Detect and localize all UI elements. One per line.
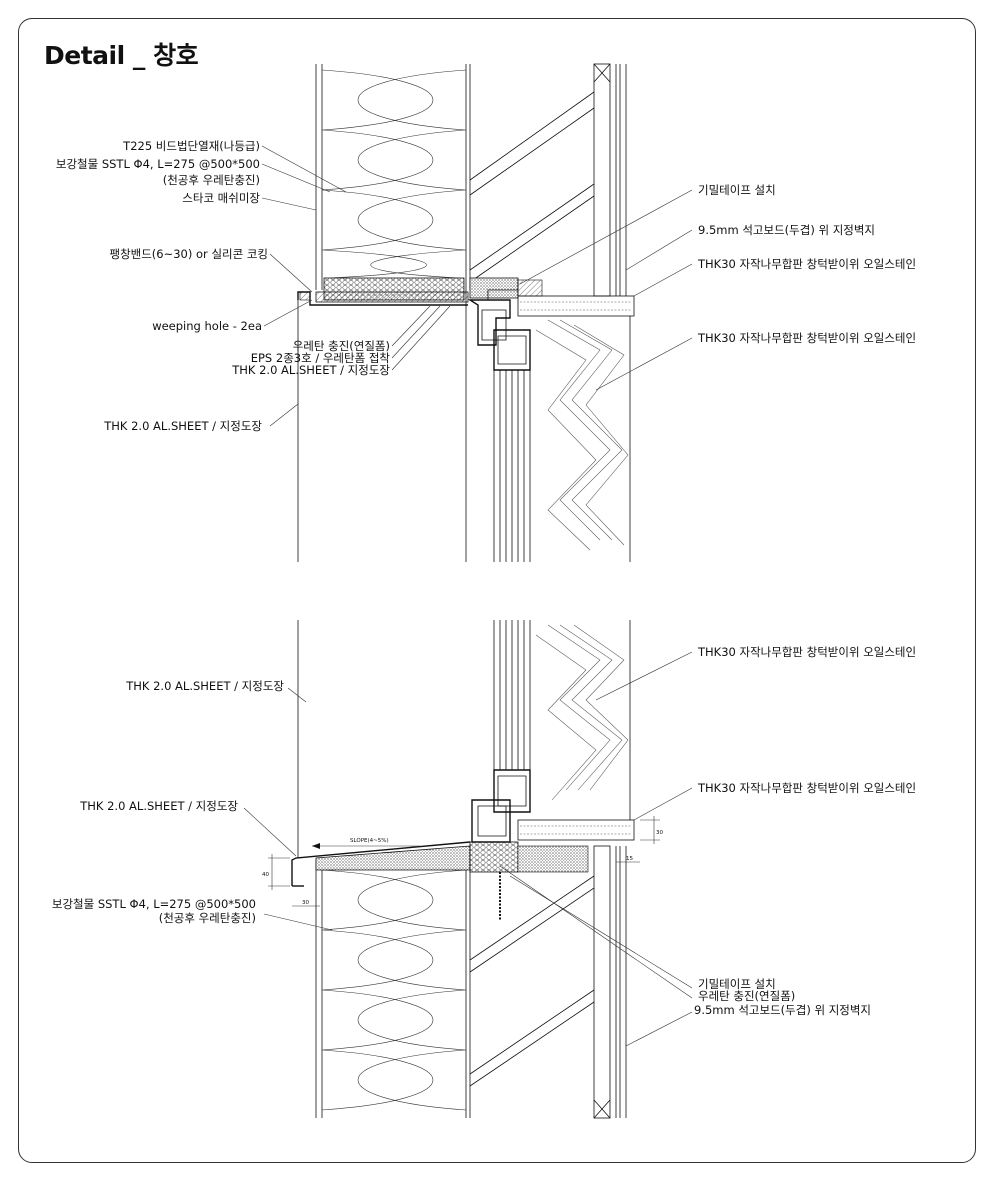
label-thk30-bot-2: THK30 자작나무합판 창턱받이위 오일스테인 (697, 781, 916, 795)
drawing-title: Detail _ 창호 (44, 41, 199, 70)
bottom-detail: SLOPE(4~5%) 30 15 (243, 620, 693, 1119)
label-air-tape-top: 기밀테이프 설치 (698, 183, 776, 197)
label-rebar-bot-1: 보강철물 SSTL Φ4, L=275 @500*500 (52, 897, 256, 911)
label-rebar-bot-2: (천공후 우레탄충진) (159, 911, 256, 925)
label-thk30-top-2: THK30 자작나무합판 창턱받이위 오일스테인 (697, 331, 916, 345)
slope-label: SLOPE(4~5%) (350, 838, 389, 844)
label-stucco: 스타코 매쉬미장 (182, 191, 260, 205)
dim-15: 15 (626, 856, 633, 862)
top-detail (261, 63, 693, 562)
annotation-labels: T225 비드법단열재(나등급) 보강철물 SSTL Φ4, L=275 @50… (52, 139, 916, 1017)
label-rebar-top-1: 보강철물 SSTL Φ4, L=275 @500*500 (56, 157, 260, 171)
dim-30-right: 30 (656, 830, 663, 836)
dim-40: 40 (262, 872, 269, 878)
label-eps: EPS 2종3호 / 우레탄폼 접착 (251, 351, 391, 365)
label-al-top-left: THK 2.0 AL.SHEET / 지정도장 (103, 419, 262, 433)
label-al-bot-1: THK 2.0 AL.SHEET / 지정도장 (125, 679, 284, 693)
label-urethane: 우레탄 충진(연질폼) (293, 339, 390, 353)
label-rebar-top-2: (천공후 우레탄충진) (163, 173, 260, 187)
label-al-top-small: THK 2.0 AL.SHEET / 지정도장 (231, 363, 390, 377)
label-weeping: weeping hole - 2ea (152, 319, 262, 333)
label-gypsum-top: 9.5mm 석고보드(두겹) 위 지정벽지 (698, 223, 875, 237)
label-air-tape-bot: 기밀테이프 설치 (698, 977, 776, 991)
label-thk30-top-1: THK30 자작나무합판 창턱받이위 오일스테인 (697, 257, 916, 271)
drawing-frame (18, 18, 976, 1163)
label-band: 팽창밴드(6~30) or 실리콘 코킹 (109, 247, 268, 261)
label-gypsum-bot: 9.5mm 석고보드(두겹) 위 지정벽지 (694, 1003, 871, 1017)
label-urethane-bot: 우레탄 충진(연질폼) (698, 989, 795, 1003)
label-al-bot-2: THK 2.0 AL.SHEET / 지정도장 (79, 799, 238, 813)
label-t225: T225 비드법단열재(나등급) (122, 139, 260, 153)
label-thk30-bot-1: THK30 자작나무합판 창턱받이위 오일스테인 (697, 645, 916, 659)
dim-30-bottom: 30 (302, 900, 309, 906)
